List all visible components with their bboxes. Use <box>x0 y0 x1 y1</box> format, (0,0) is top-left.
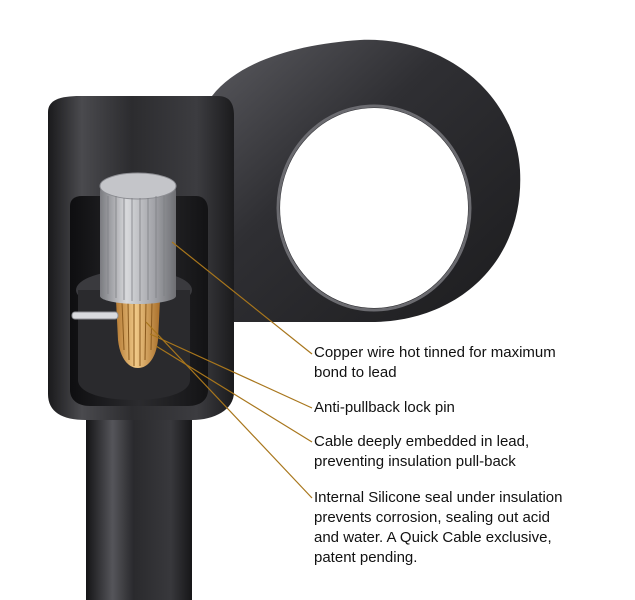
tinned-wire-top <box>99 172 177 200</box>
callout-cable-embedded: Cable deeply embedded in lead, preventin… <box>314 432 529 472</box>
tinned-wire-lines <box>107 194 171 301</box>
leader-silicone-seal <box>145 321 313 499</box>
tinned-wire-bundle <box>100 174 176 304</box>
callout-line: Copper wire hot tinned for maximum <box>314 344 556 361</box>
copper-strand-lines <box>121 301 153 366</box>
callout-line: and water. A Quick Cable exclusive, <box>314 529 552 546</box>
leader-copper-wire <box>171 241 313 355</box>
copper-strands <box>116 300 160 368</box>
lock-pin <box>71 311 119 320</box>
cable-jacket <box>86 420 192 600</box>
leader-lines <box>145 241 313 499</box>
callout-line: Cable deeply embedded in lead, <box>314 433 530 450</box>
callout-line: patent pending. <box>314 549 418 566</box>
leader-cable-embedded <box>155 345 313 443</box>
callout-silicone-seal: Internal Silicone seal under insulation … <box>314 488 563 568</box>
callout-line: Internal Silicone seal under insulation <box>314 489 563 506</box>
callout-lock-pin: Anti-pullback lock pin <box>314 398 455 418</box>
callout-line: prevents corrosion, sealing out acid <box>314 509 550 526</box>
callout-copper-wire: Copper wire hot tinned for maximum bond … <box>314 343 556 383</box>
ring-hole-rim <box>276 104 472 312</box>
callout-line: bond to lead <box>314 364 397 381</box>
callout-line: Anti-pullback lock pin <box>314 399 455 416</box>
leader-lock-pin <box>149 333 313 409</box>
ring-tongue <box>212 39 521 322</box>
callout-line: preventing insulation pull-back <box>314 453 516 470</box>
